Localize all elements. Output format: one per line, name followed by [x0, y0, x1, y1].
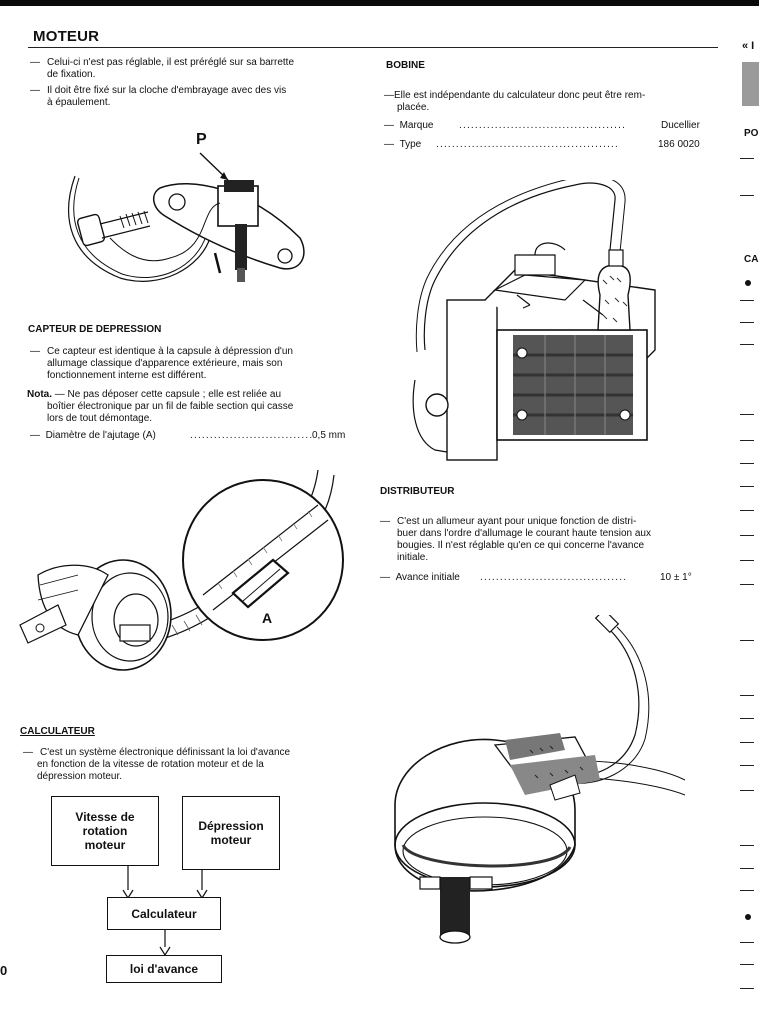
bobine-line-2: placée. — [397, 102, 430, 113]
diagram-box-calculateur: Calculateur — [107, 897, 221, 930]
box-vitesse-line-2: rotation — [82, 824, 128, 838]
spec-marque: — Marque ...............................… — [384, 120, 700, 131]
box-vitesse-line-3: moteur — [84, 838, 126, 852]
strip-dash — [740, 463, 754, 464]
section-heading-capteur-depression: CAPTEUR DE DEPRESSION — [28, 324, 162, 335]
calculateur-line-3: dépression moteur. — [37, 771, 123, 782]
strip-dash — [740, 584, 754, 585]
strip-header: « I — [742, 40, 755, 52]
spec-avance-initiale: — Avance initiale ......................… — [380, 572, 692, 583]
distributor-illustration — [394, 615, 686, 944]
spec-type: — Type .................................… — [384, 139, 700, 150]
section-heading-bobine: BOBINE — [386, 60, 425, 71]
top-rule — [0, 0, 759, 6]
strip-dash — [740, 890, 754, 891]
capteur-bullet-2-line-2: à épaulement. — [47, 97, 111, 108]
strip-dash — [740, 845, 754, 846]
marque-value: Ducellier — [661, 120, 700, 131]
nota-line-2: boîtier électronique par un fil de faibl… — [47, 401, 294, 412]
sensor-mounting-illustration — [68, 152, 305, 282]
nota-line-3: lors de tout démontage. — [47, 413, 153, 424]
capteur-bullet-1-line-1: Celui-ci n'est pas réglable, il est prér… — [47, 57, 295, 68]
calculateur-line-2: en fonction de la vitesse de rotation mo… — [37, 759, 264, 770]
box-depression-line-1: Dépression — [198, 819, 264, 833]
box-depression-line-2: moteur — [210, 833, 252, 847]
type-label: Type — [399, 139, 422, 150]
strip-dash — [740, 300, 754, 301]
leader-dots: ........................................… — [436, 139, 620, 150]
depression-line-1: Ce capteur est identique à la capsule à … — [47, 346, 293, 357]
capteur-bullet-1-line-2: de fixation. — [47, 69, 96, 80]
nota-line-1: — Ne pas déposer cette capsule ; elle es… — [54, 389, 282, 400]
leader-dots: ..................................... — [480, 572, 628, 583]
title-rule — [28, 47, 718, 48]
diagram-box-depression-moteur: Dépression moteur — [182, 796, 280, 870]
strip-dash — [740, 942, 754, 943]
strip-dash — [740, 765, 754, 766]
avance-label: Avance initiale — [395, 572, 460, 583]
leader-dots: ............................... — [190, 430, 314, 441]
distributeur-line-4: initiale. — [397, 552, 429, 563]
page-title: MOTEUR — [33, 28, 100, 45]
bobine-line-1: Elle est indépendante du calculateur don… — [394, 90, 646, 101]
strip-dash — [740, 510, 754, 511]
strip-dash — [740, 486, 754, 487]
page-number: 0 — [0, 963, 8, 978]
strip-dash — [740, 718, 754, 719]
strip-dash — [740, 535, 754, 536]
strip-dash — [740, 344, 754, 345]
adjacent-page-strip: « I PO CA — [734, 0, 759, 1024]
strip-dash — [740, 790, 754, 791]
strip-dash — [740, 414, 754, 415]
strip-dash — [740, 322, 754, 323]
strip-dash — [740, 158, 754, 159]
strip-dash — [740, 868, 754, 869]
calculateur-line-1: C'est un système électronique définissan… — [40, 747, 291, 758]
nota-paragraph: Nota. — Ne pas déposer cette capsule ; e… — [27, 389, 357, 425]
strip-dash — [740, 988, 754, 989]
diagram-box-loi-avance: loi d'avance — [106, 955, 222, 983]
nota-label: Nota. — [27, 389, 52, 400]
type-value: 186 0020 — [658, 139, 700, 150]
marque-label: Marque — [399, 120, 434, 131]
leader-dots: ........................................… — [459, 120, 627, 131]
strip-dash — [740, 742, 754, 743]
strip-dash — [740, 964, 754, 965]
strip-heading-2: CA — [744, 254, 759, 265]
strip-dash — [740, 440, 754, 441]
depression-line-3: fonctionnement interne est différent. — [47, 370, 207, 381]
section-heading-distributeur: DISTRIBUTEUR — [380, 486, 455, 497]
strip-dash — [740, 560, 754, 561]
spec-diametre-label: Diamètre de l'ajutage (A) — [45, 430, 156, 441]
figure-label-a: A — [262, 610, 273, 626]
distributeur-line-2: buer dans l'ordre d'allumage le courant … — [397, 528, 651, 539]
strip-dash — [740, 640, 754, 641]
spec-diametre-value: 0,5 mm — [312, 430, 346, 441]
strip-grey-block — [742, 62, 759, 106]
ignition-coil-illustration — [412, 180, 656, 461]
bobine-paragraph: —Elle est indépendante du calculateur do… — [384, 90, 714, 114]
distributeur-line-3: bougies. Il n'est réglable qu'en ce qui … — [397, 540, 645, 551]
figure-label-p: P — [196, 131, 207, 148]
box-vitesse-line-1: Vitesse de — [75, 810, 135, 824]
avance-value: 10 ± 1° — [660, 572, 692, 583]
strip-dash — [740, 195, 754, 196]
strip-dash — [740, 695, 754, 696]
spec-diametre-ajutage: — Diamètre de l'ajutage (A) ............… — [30, 430, 346, 441]
strip-heading-1: PO — [744, 128, 759, 139]
vacuum-capsule-illustration — [19, 469, 344, 671]
strip-bullet — [745, 280, 751, 286]
section-heading-calculateur: CALCULATEUR — [20, 726, 95, 737]
distributeur-line-1: C'est un allumeur ayant pour unique fonc… — [397, 516, 637, 527]
diagram-box-vitesse-rotation: Vitesse de rotation moteur — [51, 796, 159, 866]
depression-line-2: allumage classique d'apparence extérieur… — [47, 358, 283, 369]
strip-bullet — [745, 914, 751, 920]
capteur-bullet-2-line-1: Il doit être fixé sur la cloche d'embray… — [47, 85, 287, 96]
